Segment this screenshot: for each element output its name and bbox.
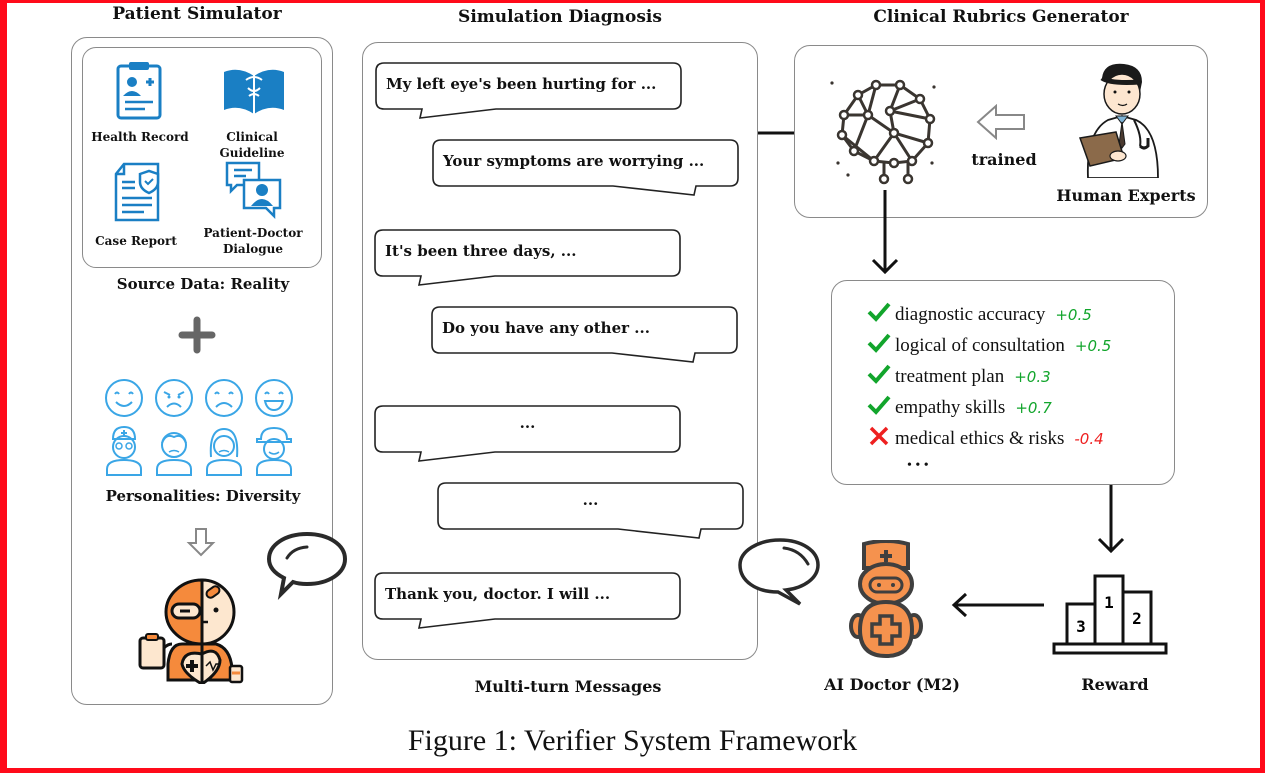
patient-simulator-robot-icon — [138, 578, 244, 684]
face-sad-icon — [205, 379, 243, 417]
check-icon — [867, 364, 895, 390]
source-data-caption: Source Data: Reality — [116, 275, 290, 293]
message-text: Do you have any other ... — [442, 319, 650, 337]
person-woman-icon — [206, 427, 242, 476]
patient-message-bubble: ... — [374, 405, 681, 462]
plus-icon — [178, 316, 216, 354]
patient-message-bubble: My left eye's been hurting for ... — [375, 62, 682, 119]
rubric-label: medical ethics & risks — [895, 428, 1065, 449]
rubric-more-ellipsis: • • • — [907, 458, 929, 473]
trained-label: trained — [971, 150, 1037, 169]
doctor-message-bubble: Do you have any other ... — [431, 306, 738, 363]
face-smiling-icon — [105, 379, 143, 417]
clinical-guideline-label: Clinical Guideline — [219, 130, 285, 160]
message-text: ... — [519, 414, 536, 432]
bubble-shape — [432, 139, 739, 196]
human-expert-icon — [1078, 63, 1159, 178]
rubric-score: +0.5 — [1074, 337, 1112, 355]
message-text: Thank you, doctor. I will ... — [385, 585, 611, 603]
person-worker-icon — [256, 426, 292, 476]
patient-doctor-dialogue-icon — [225, 161, 282, 220]
message-text: ... — [582, 491, 599, 509]
speech-bubble-icon — [738, 538, 820, 606]
clinical-rubrics-generator-title: Clinical Rubrics Generator — [873, 7, 1129, 27]
doctor-message-bubble: ... — [437, 482, 744, 539]
bubble-shape — [431, 306, 738, 363]
bubble-shape — [374, 572, 681, 629]
rubric-score: +0.5 — [1055, 306, 1092, 324]
rubrics-panel — [831, 280, 1175, 485]
rubric-item: logical of consultation +0.5 — [867, 331, 1111, 361]
message-text: My left eye's been hurting for ... — [386, 75, 657, 93]
person-boy-icon — [156, 432, 192, 476]
rubric-item: medical ethics & risks -0.4 — [867, 424, 1104, 454]
patient-doctor-dialogue-label: Patient-Doctor Dialogue — [203, 226, 303, 256]
simulation-diagnosis-title: Simulation Diagnosis — [458, 7, 662, 27]
rubric-label: diagnostic accuracy — [895, 304, 1046, 325]
rubric-label: treatment plan — [895, 366, 1005, 387]
health-record-icon — [116, 62, 162, 120]
personalities-caption: Personalities: Diversity — [105, 487, 301, 505]
hollow-left-arrow-icon — [976, 104, 1025, 140]
patient-message-bubble: It's been three days, ... — [374, 229, 681, 286]
reward-podium-icon: 1 2 3 — [1052, 574, 1168, 655]
rubric-item: treatment plan +0.3 — [867, 362, 1051, 392]
figure-caption: Figure 1: Verifier System Framework — [407, 724, 858, 757]
patient-message-bubble: Thank you, doctor. I will ... — [374, 572, 681, 629]
case-report-label: Case Report — [95, 234, 177, 248]
rubric-label: logical of consultation — [895, 335, 1065, 356]
rubric-label: empathy skills — [895, 397, 1006, 418]
bubble-shape — [374, 229, 681, 286]
person-doctor-icon — [106, 425, 142, 476]
ai-doctor-label: AI Doctor (M2) — [824, 675, 960, 694]
face-laughing-icon — [255, 379, 293, 417]
bubble-shape — [374, 405, 681, 462]
podium-second: 2 — [1132, 609, 1142, 628]
arrow-down-to-reward — [1097, 485, 1125, 554]
clinical-guideline-icon — [224, 69, 284, 114]
rubric-item: empathy skills +0.7 — [867, 393, 1052, 423]
rubric-score: +0.7 — [1015, 399, 1052, 417]
rubric-score: -0.4 — [1074, 430, 1104, 448]
check-icon — [867, 395, 895, 421]
rubric-score: +0.3 — [1014, 368, 1051, 386]
multi-turn-messages-caption: Multi-turn Messages — [474, 677, 662, 696]
neural-brain-icon — [830, 79, 936, 185]
podium-third: 3 — [1076, 617, 1086, 636]
bubble-shape — [437, 482, 744, 539]
check-icon — [867, 302, 895, 328]
check-icon — [867, 333, 895, 359]
reward-label: Reward — [1081, 675, 1149, 694]
patient-simulator-title: Patient Simulator — [112, 4, 282, 24]
human-experts-label: Human Experts — [1056, 186, 1196, 205]
arrow-left-to-ai-doctor — [951, 592, 1044, 618]
rubric-item: diagnostic accuracy +0.5 — [867, 300, 1092, 330]
face-angry-icon — [155, 379, 193, 417]
doctor-message-bubble: Your symptoms are worrying ... — [432, 139, 739, 196]
bubble-shape — [375, 62, 682, 119]
cross-icon — [867, 426, 895, 452]
case-report-icon — [114, 162, 160, 222]
ai-doctor-robot-icon — [849, 540, 923, 658]
arrow-down-to-rubrics — [871, 190, 899, 275]
health-record-label: Health Record — [91, 130, 189, 144]
message-text: It's been three days, ... — [385, 242, 577, 260]
hollow-down-arrow-icon — [186, 528, 216, 557]
speech-bubble-icon — [266, 531, 348, 600]
message-text: Your symptoms are worrying ... — [443, 152, 705, 170]
podium-first: 1 — [1104, 593, 1114, 612]
